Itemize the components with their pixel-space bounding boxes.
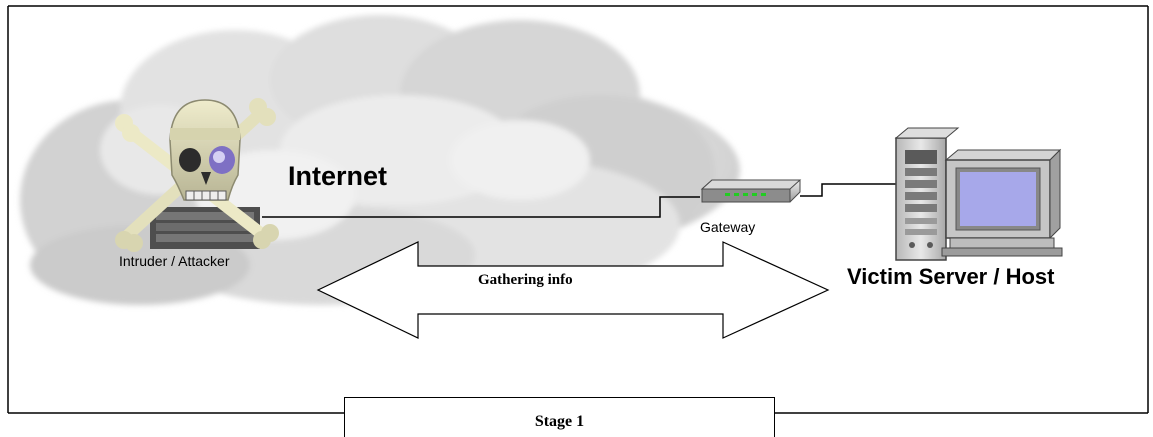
- status-light: [752, 193, 757, 196]
- monitor-screen: [960, 172, 1036, 226]
- victim-node: Victim Server / Host: [847, 127, 1063, 289]
- diagram-frame: [7, 5, 1149, 414]
- skull-crossbones-icon: [115, 98, 279, 252]
- attacker-gateway-link: [262, 196, 700, 218]
- gathering-info-arrow: Gathering info: [316, 241, 830, 339]
- status-lights: [725, 193, 766, 196]
- router-icon: [700, 179, 802, 203]
- arrow-label: Gathering info: [478, 272, 573, 288]
- stage-caption-box: Stage 1: [344, 397, 775, 437]
- double-headed-arrow-icon: [316, 241, 830, 339]
- gateway-label: Gateway: [700, 219, 755, 235]
- status-light: [725, 193, 730, 196]
- status-light: [743, 193, 748, 196]
- stage-caption: Stage 1: [534, 413, 585, 430]
- network-links: [262, 183, 905, 218]
- gateway-victim-link: [800, 183, 905, 197]
- victim-label: Victim Server / Host: [847, 264, 1055, 289]
- attacker-node: Intruder / Attacker: [115, 98, 279, 269]
- internet-label: Internet: [288, 161, 387, 191]
- status-light: [734, 193, 739, 196]
- status-light: [761, 193, 766, 196]
- attacker-label: Intruder / Attacker: [119, 253, 230, 269]
- server-computer-icon: [894, 127, 1063, 261]
- gateway-node: Gateway: [700, 179, 802, 235]
